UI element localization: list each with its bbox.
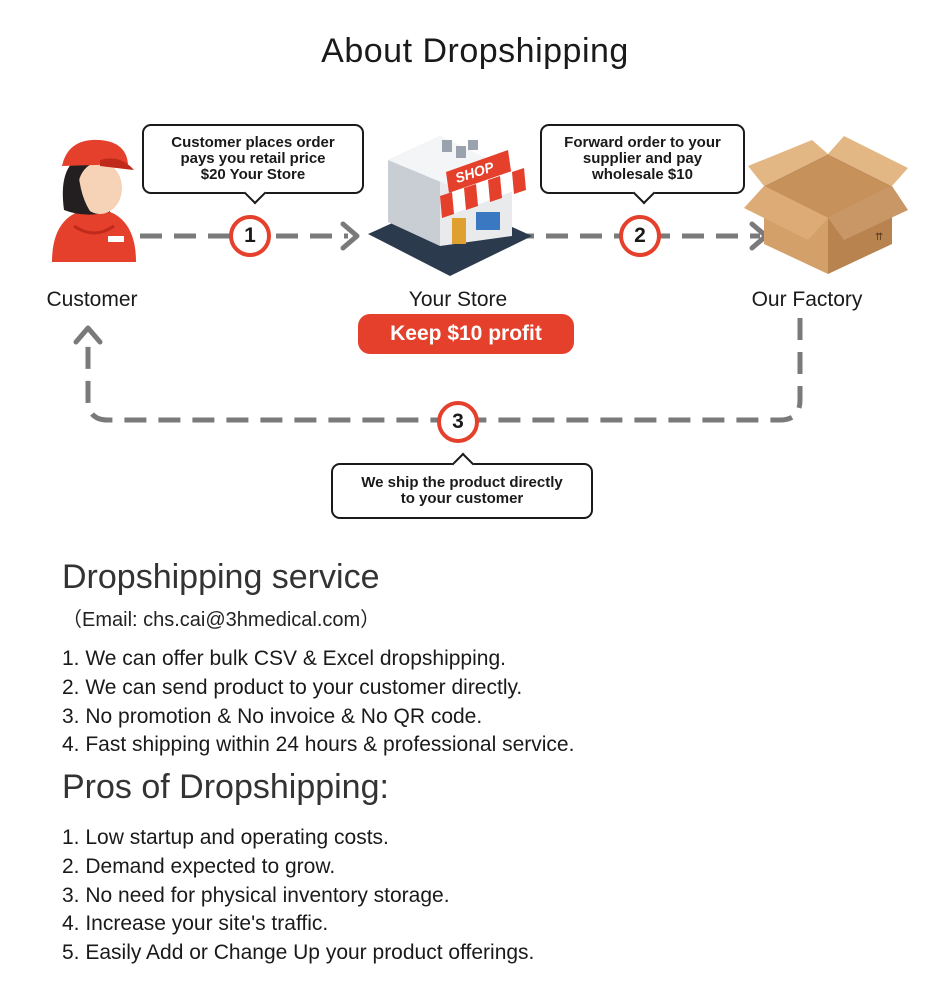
list-item: 2. We can send product to your customer … <box>62 675 523 699</box>
service-email: （Email: chs.cai@3hmedical.com） <box>62 609 381 631</box>
list-item: 4. Increase your site's traffic. <box>62 912 329 936</box>
list-item: 5. Easily Add or Change Up your product … <box>62 941 535 965</box>
service-heading: Dropshipping service <box>62 558 380 596</box>
factory-label: Our Factory <box>751 288 863 311</box>
pros-heading: Pros of Dropshipping: <box>62 768 389 806</box>
box-icon: ⇈ <box>744 136 908 274</box>
store-label: Your Store <box>408 288 508 311</box>
bubble-3-line-2: to your customer <box>400 490 524 507</box>
list-item: 2. Demand expected to grow. <box>62 854 336 878</box>
diagram-graphics: SHOP ⇈ <box>52 136 908 423</box>
service-list: 1. We can offer bulk CSV & Excel dropshi… <box>62 645 574 760</box>
bubble-step-1: Customer places order pays you retail pr… <box>142 124 364 205</box>
bubble-2-line-1: Forward order to your <box>564 134 721 151</box>
pros-list: 1. Low startup and operating costs. 2. D… <box>62 824 534 968</box>
step-1-badge: 1 <box>229 215 271 257</box>
list-item: 1. We can offer bulk CSV & Excel dropshi… <box>62 647 506 670</box>
customer-label: Customer <box>46 288 138 311</box>
dropshipping-diagram: SHOP ⇈ About Dropshipping Customer Your … <box>46 32 908 519</box>
bubble-3-line-1: We ship the product directly <box>361 474 563 491</box>
list-item: 3. No need for physical inventory storag… <box>62 883 450 907</box>
bubble-2-line-2: supplier and pay <box>582 150 703 167</box>
bubble-1-line-1: Customer places order <box>171 134 335 151</box>
diagram-title: About Dropshipping <box>321 32 629 70</box>
box-arrow-mark: ⇈ <box>875 232 883 243</box>
profit-badge: Keep $10 profit <box>358 314 574 354</box>
store-icon: SHOP <box>368 136 532 276</box>
bubble-1-line-2: pays you retail price <box>180 150 326 167</box>
customer-icon <box>52 139 136 262</box>
list-item: 3. No promotion & No invoice & No QR cod… <box>62 704 483 728</box>
list-item: 4. Fast shipping within 24 hours & profe… <box>62 733 575 757</box>
step-2-badge: 2 <box>619 215 661 257</box>
bubble-1-line-3: $20 Your Store <box>200 166 306 183</box>
bubble-step-3: We ship the product directly to your cus… <box>331 452 593 519</box>
bubble-step-2: Forward order to your supplier and pay w… <box>540 124 745 205</box>
bubble-2-line-3: wholesale $10 <box>592 166 693 183</box>
list-item: 1. Low startup and operating costs. <box>62 826 389 849</box>
step-3-badge: 3 <box>437 401 479 443</box>
